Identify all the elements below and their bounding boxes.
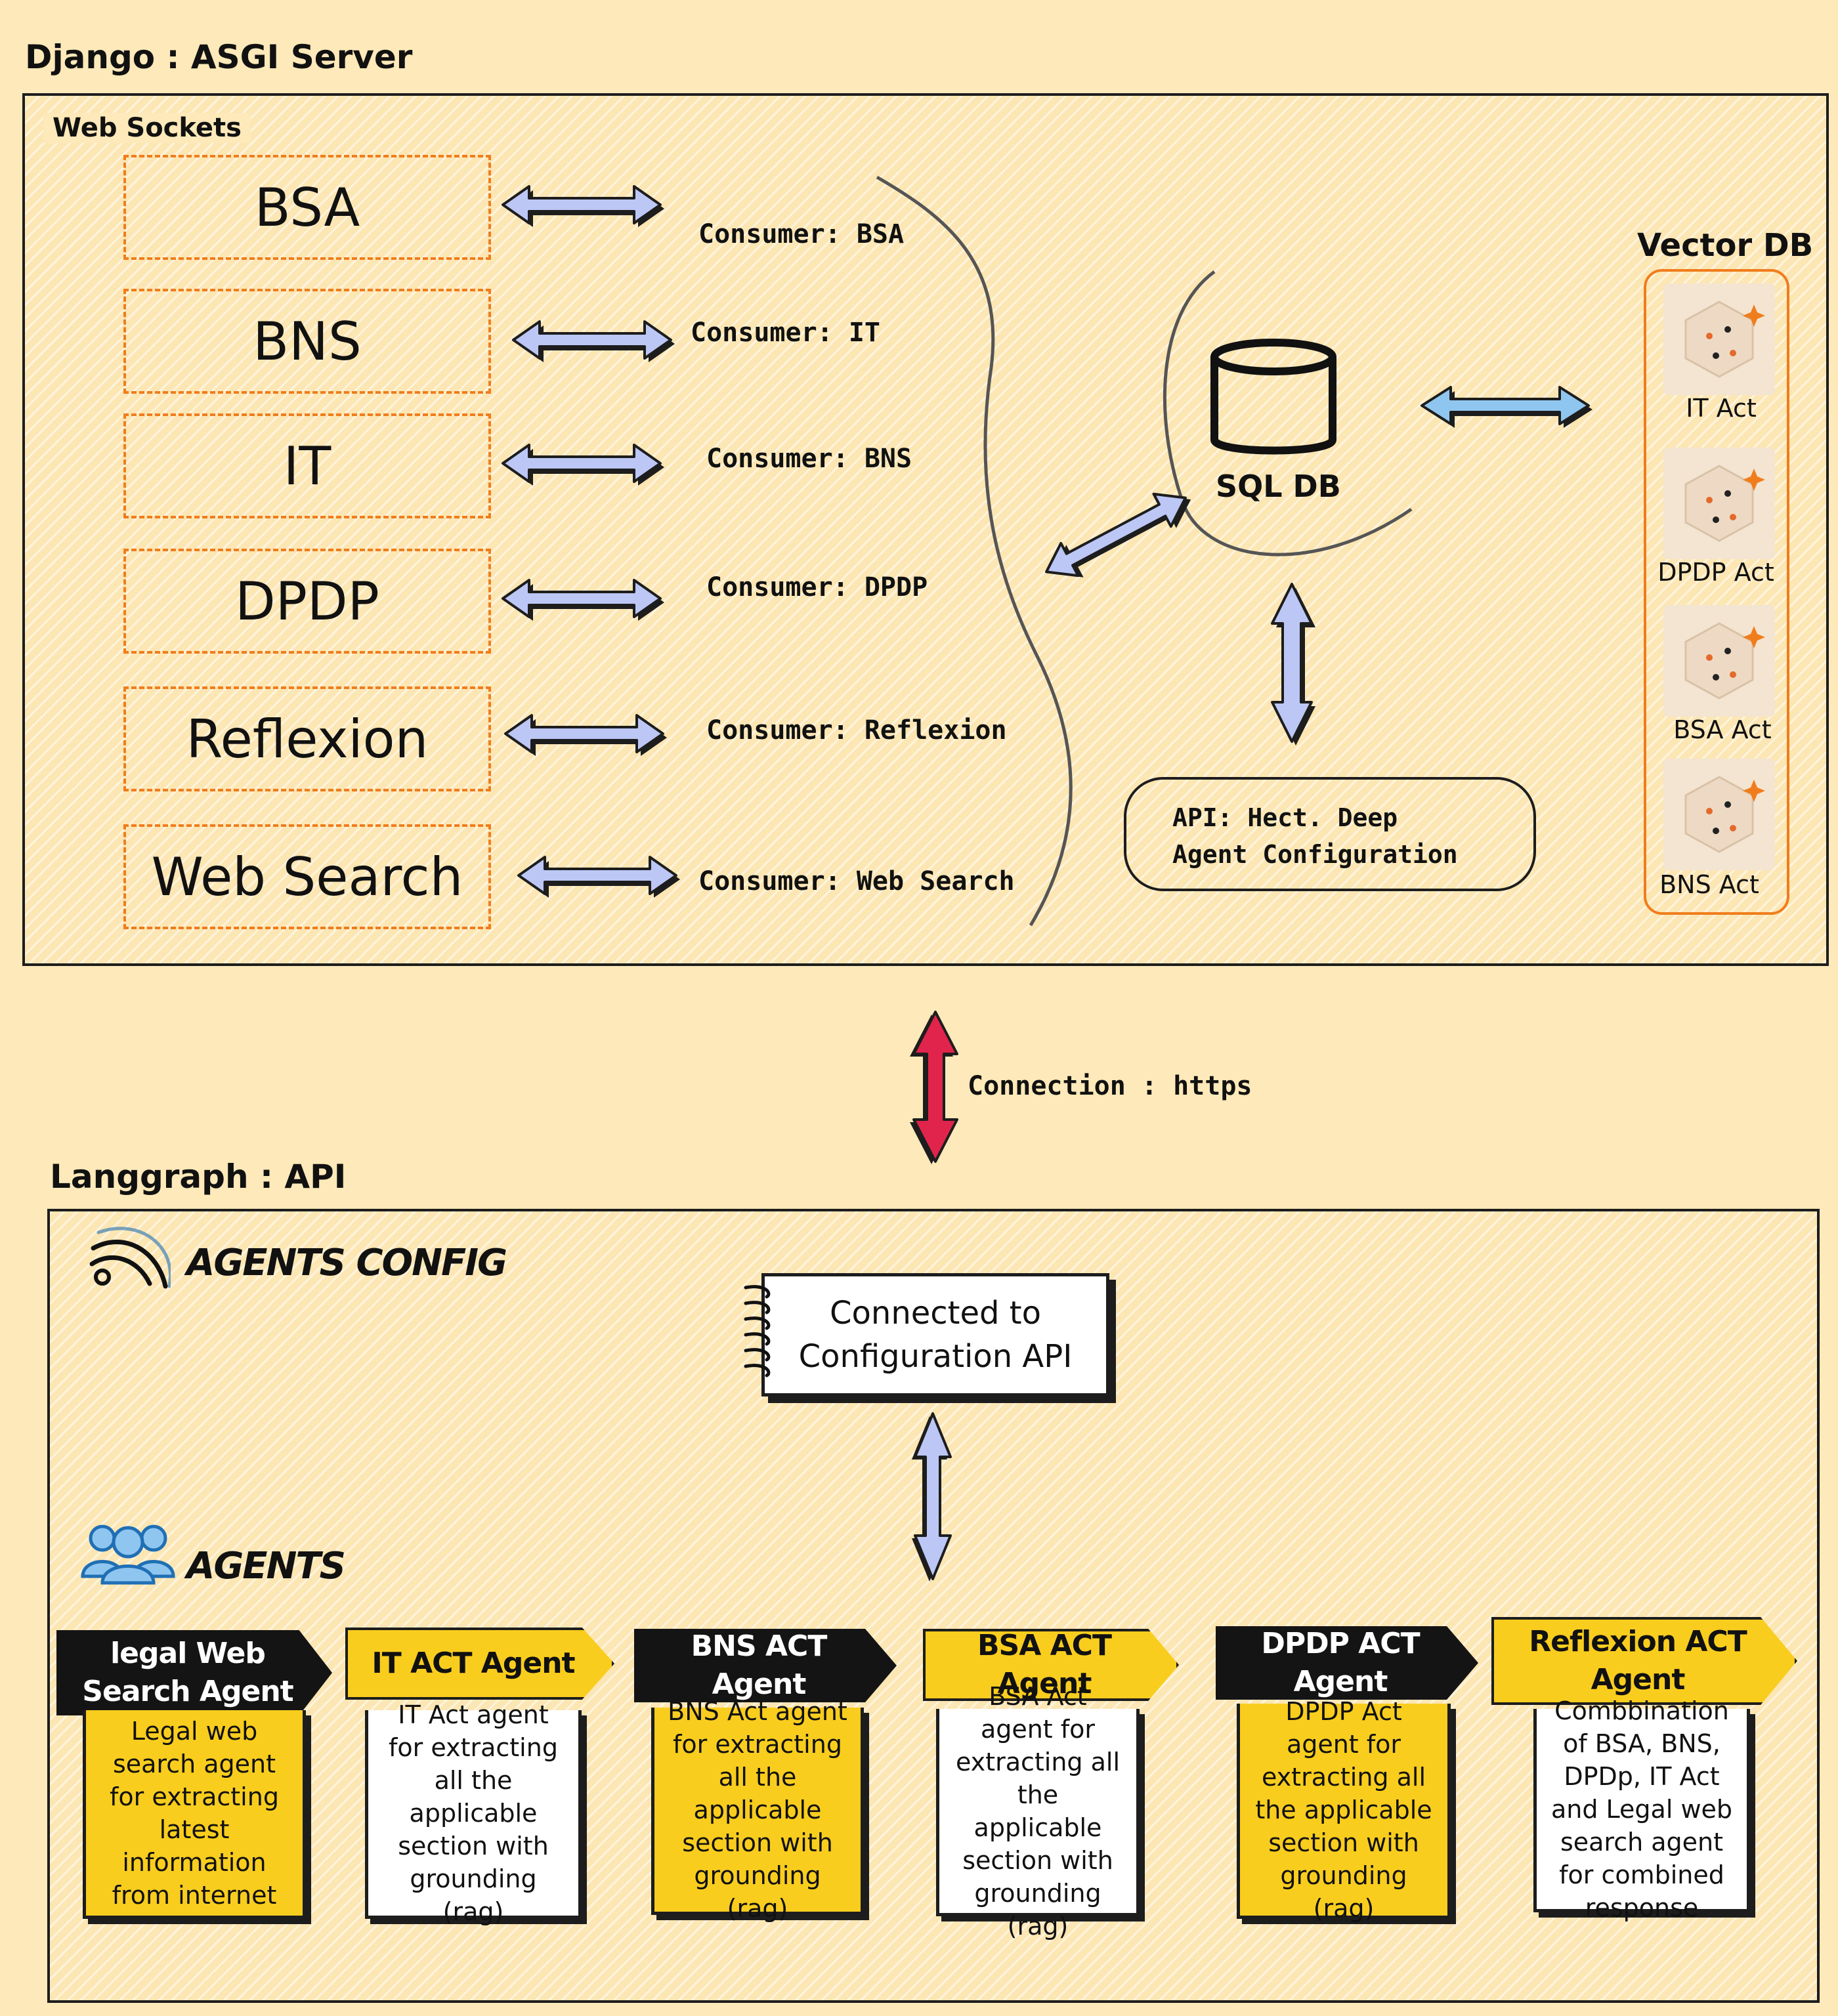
agent-card-bns-act: BNS Act agent for extracting all the app… [651,1697,864,1923]
agents-config-heading: AGENTS CONFIG [186,1242,507,1284]
websockets-label: Web Sockets [43,113,251,143]
vector-db-icon [1663,605,1775,717]
agent-card-reflexion-act: Combbination of BSA, BNS, DPDp, IT Act a… [1533,1696,1750,1922]
database-icon [1210,339,1336,455]
consumer-boundary-curve [876,175,1073,927]
agent-name: Reflexion ACT Agent [1529,1625,1747,1696]
agent-desc: Combbination of BSA, BNS, DPDp, IT Act a… [1550,1696,1733,1922]
ws-arrow-bsa [502,185,666,228]
users-icon [81,1524,175,1585]
agent-card-dpdp-act: DPDP Act agent for extracting all the ap… [1237,1697,1451,1923]
vector-db-icon [1663,759,1775,870]
websocket-reflexion[interactable]: Reflexion [123,686,491,791]
websocket-web-search[interactable]: Web Search [123,824,491,929]
consumer-bsa: Consumer: BSA [698,219,905,249]
agent-card-legal-web-search: Legal web search agent for extracting la… [83,1710,306,1919]
config-agents-arrow [912,1412,952,1582]
ws-arrow-reflexion [504,714,668,757]
websocket-label: DPDP [235,570,379,632]
agent-tag-legal-web-search[interactable]: legal Web Search Agent [56,1630,332,1715]
server-title: Django : ASGI Server [25,38,413,76]
vector-db-title: Vector DB [1637,227,1814,264]
connection-label: Connection : https [968,1071,1252,1101]
config-api-note[interactable]: Connected to Configuration API [761,1273,1109,1396]
websocket-dpdp[interactable]: DPDP [123,549,491,654]
agent-tag-bns-act[interactable]: BNS ACT Agent [634,1629,897,1702]
vector-db-icon [1663,284,1775,395]
ws-arrow-bns [512,320,676,364]
ws-arrow-dpdp [502,579,666,622]
agent-card-it-act: IT Act agent for extracting all the appl… [365,1700,582,1926]
ws-arrow-web-search [517,856,681,899]
consumer-web-search: Consumer: Web Search [698,866,1015,896]
agent-tag-bsa-act[interactable]: BSA ACT Agent [923,1629,1179,1701]
agent-tag-it-act[interactable]: IT ACT Agent [345,1628,614,1700]
agent-name: DPDP ACT Agent [1261,1627,1420,1698]
agent-card-bsa-act: BSA Act agent for extracting all the app… [936,1682,1140,1941]
websocket-it[interactable]: IT [123,413,491,518]
server-connectors [502,175,1592,927]
websocket-label: Reflexion [186,708,429,770]
websocket-label: BSA [254,177,360,238]
agent-tag-dpdp-act[interactable]: DPDP ACT Agent [1216,1626,1478,1700]
sql-vector-arrow [1421,386,1592,428]
agent-desc: BNS Act agent for extracting all the app… [668,1696,847,1923]
agent-tag-reflexion-act[interactable]: Reflexion ACT Agent [1491,1617,1797,1705]
config-api-note-label: Connected to Configuration API [798,1295,1073,1375]
agent-desc: BSA Act agent for extracting all the app… [955,1681,1121,1941]
agent-desc: DPDP Act agent for extracting all the ap… [1255,1696,1432,1923]
consumer-it: Consumer: IT [691,318,880,348]
server-frame [22,93,1829,966]
https-connection-arrow [910,1011,958,1164]
spiral-notebook-icon [744,1285,771,1377]
vector-db-label: IT Act [1686,394,1757,423]
consumer-dpdp: Consumer: DPDP [706,572,928,602]
agent-desc: IT Act agent for extracting all the appl… [389,1700,558,1926]
vector-db-icon [1663,448,1775,559]
websocket-bsa[interactable]: BSA [123,155,491,260]
vector-db-label: BSA Act [1673,715,1772,744]
langgraph-title: Langgraph : API [50,1158,347,1196]
api-config-box[interactable]: API: Hect. Deep Agent Configuration [1124,777,1536,891]
consumer-sql-arrow [1045,492,1191,578]
agent-name: legal Web Search Agent [82,1637,293,1708]
agents-heading: AGENTS [186,1545,346,1587]
wifi-icon [89,1227,171,1289]
vector-db-container [1644,269,1789,915]
consumer-bns: Consumer: BNS [706,444,912,474]
websocket-label: BNS [253,310,362,372]
consumer-reflexion: Consumer: Reflexion [706,715,1007,746]
agent-name: BNS ACT Agent [691,1629,828,1701]
websocket-label: IT [283,435,331,497]
agent-name: IT ACT Agent [372,1647,575,1680]
vector-db-label: DPDP Act [1657,558,1774,587]
ws-arrow-it [502,444,666,487]
sql-db-label: SQL DB [1216,469,1341,504]
agent-desc: Legal web search agent for extracting la… [110,1716,279,1910]
agent-name: BSA ACT Agent [977,1629,1112,1700]
sql-boundary-curve [1163,270,1413,556]
api-config-label: API: Hect. Deep Agent Configuration [1172,803,1458,869]
websocket-label: Web Search [151,846,463,908]
vector-db-label: BNS Act [1659,870,1759,899]
sql-api-arrow [1271,583,1315,746]
websocket-bns[interactable]: BNS [123,289,491,394]
